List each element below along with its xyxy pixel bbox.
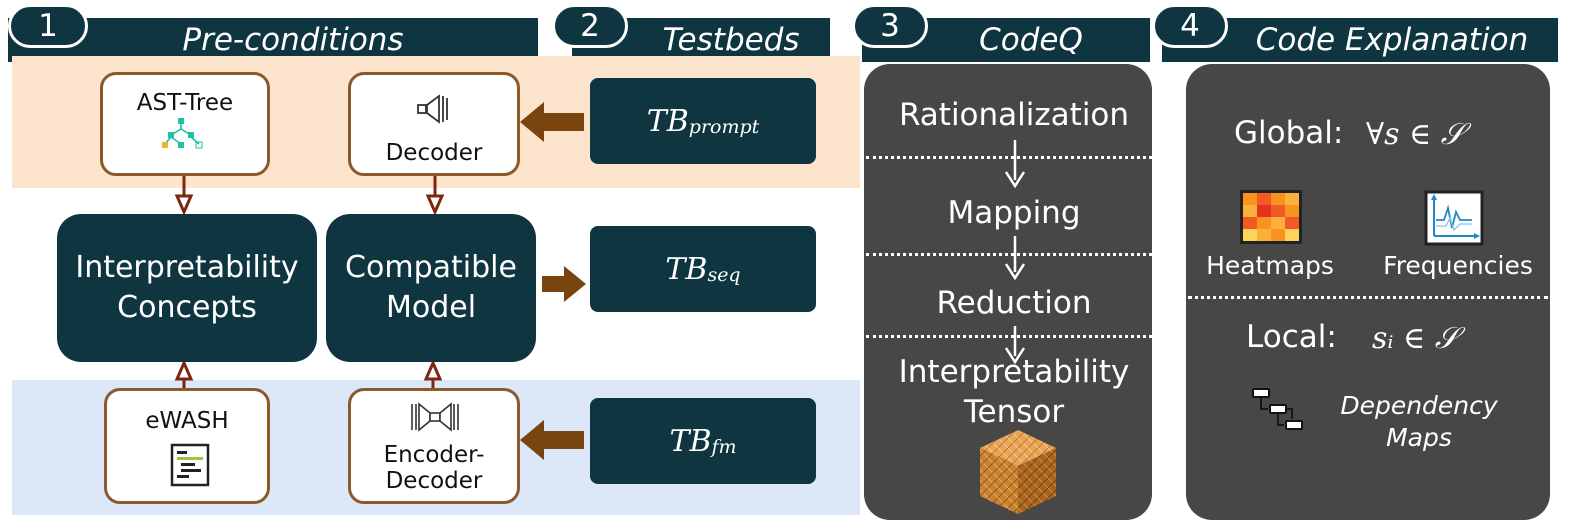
interpretability-concepts-line-1: Interpretability xyxy=(75,249,299,285)
tree-icon xyxy=(162,118,203,149)
dependency-map-icon xyxy=(1252,388,1303,430)
ast-tree-box: AST-Tree xyxy=(100,72,270,176)
connector-arrows xyxy=(174,176,445,390)
section-1-header: Pre-conditions xyxy=(8,18,538,62)
decoder-box: Decoder xyxy=(348,72,520,176)
dependency-maps-line-1: Dependency xyxy=(1340,391,1498,420)
global-math: ∀s ∈ 𝒮 xyxy=(1366,117,1465,152)
local-math: sᵢ ∈ 𝒮 xyxy=(1372,321,1458,356)
interpretability-concepts-line-2: Concepts xyxy=(117,290,257,325)
section-4-number: 4 xyxy=(1152,4,1228,48)
section-2-number: 2 xyxy=(552,4,628,48)
testbed-fm-sub: fm xyxy=(711,436,737,458)
section-3-number-text: 3 xyxy=(880,8,900,44)
frequencies-label: Frequencies xyxy=(1383,251,1533,280)
heatmaps-label: Heatmaps xyxy=(1206,251,1334,280)
ewash-box: eWASH xyxy=(104,388,270,504)
testbed-seq-base: TB xyxy=(665,251,708,287)
global-label: Global: xyxy=(1234,115,1344,151)
testbed-prompt-sub: prompt xyxy=(688,116,760,138)
testbed-seq-sub: seq xyxy=(707,264,741,286)
section-1-number-text: 1 xyxy=(38,8,58,44)
tensor-cube-icon xyxy=(980,430,1056,514)
encoder-decoder-label-line-2: Decoder xyxy=(385,467,483,494)
encoder-decoder-label-line-1: Encoder- xyxy=(383,442,485,468)
testbed-fm-base: TB xyxy=(669,423,712,459)
codeq-divider-1 xyxy=(866,156,1152,159)
encoder-decoder-icon xyxy=(411,402,459,432)
ast-tree-label: AST-Tree xyxy=(136,90,234,116)
section-1-number: 1 xyxy=(8,4,88,48)
step-reduction: Reduction xyxy=(936,285,1092,321)
decoder-icon xyxy=(417,94,448,124)
codeq-divider-2 xyxy=(866,253,1152,256)
decoder-label: Decoder xyxy=(385,140,483,166)
explanation-divider xyxy=(1188,296,1548,299)
arrow-to-testbed-seq xyxy=(542,266,586,302)
codeq-divider-3 xyxy=(866,335,1152,338)
frequencies-icon xyxy=(1424,190,1484,246)
section-4-header: Code Explanation xyxy=(1162,18,1558,62)
code-explanation-panel xyxy=(1186,64,1550,520)
encoder-decoder-box: Encoder- Decoder xyxy=(348,388,520,504)
ewash-label: eWASH xyxy=(145,408,229,434)
arrow-testbed-prompt xyxy=(520,102,584,142)
section-2-title: Testbeds xyxy=(662,22,800,58)
code-document-icon xyxy=(170,443,210,487)
dependency-maps-label: Dependency Maps xyxy=(1324,390,1514,454)
section-4-number-text: 4 xyxy=(1180,8,1200,44)
compatible-model-box: Compatible Model xyxy=(326,214,536,362)
codeq-flow-arrows xyxy=(1004,140,1026,365)
arrow-testbed-fm xyxy=(520,420,584,460)
section-1-title: Pre-conditions xyxy=(182,22,404,58)
heatmap-icon xyxy=(1240,190,1302,244)
section-3-title: CodeQ xyxy=(979,22,1083,58)
step-rationalization: Rationalization xyxy=(898,97,1130,133)
tensor-label-line-2: Tensor xyxy=(963,394,1065,431)
step-mapping: Mapping xyxy=(947,195,1081,231)
dependency-maps-line-2: Maps xyxy=(1386,423,1452,452)
compatible-model-line-1: Compatible xyxy=(345,249,517,285)
testbed-prompt-base: TB xyxy=(646,103,689,139)
section-2-number-text: 2 xyxy=(580,8,600,44)
local-label: Local: xyxy=(1246,319,1337,355)
encoder-decoder-label: Encoder- Decoder xyxy=(351,442,517,495)
section-4-title: Code Explanation xyxy=(1255,22,1529,58)
section-3-number: 3 xyxy=(852,4,928,48)
compatible-model-line-2: Model xyxy=(385,290,477,325)
interpretability-concepts-box: Interpretability Concepts xyxy=(57,214,317,362)
